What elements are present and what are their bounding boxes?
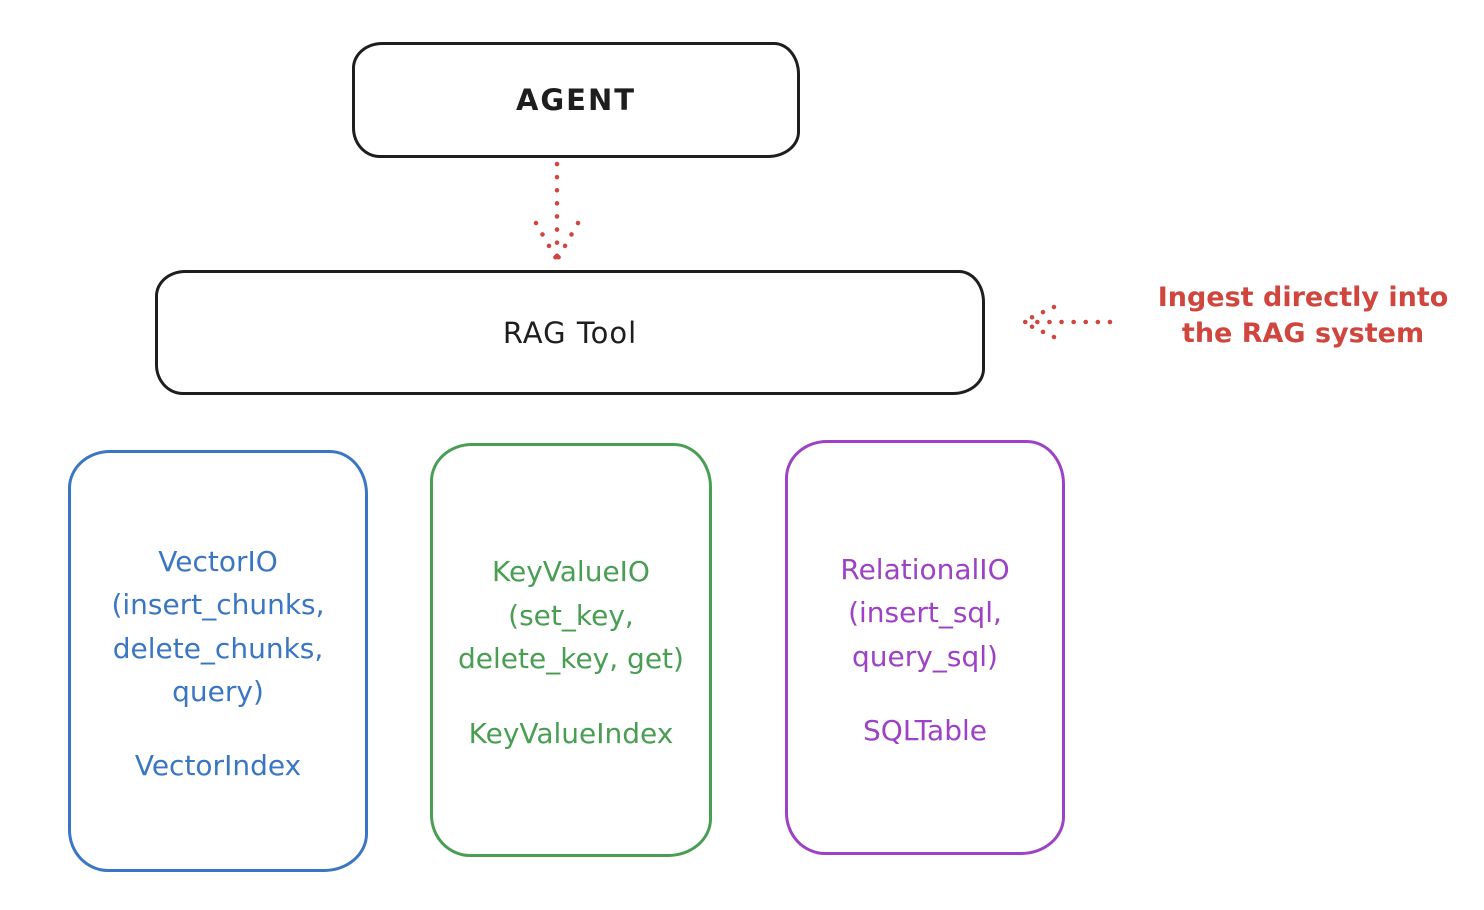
annotation-ingest-note: Ingest directly into the RAG system xyxy=(1157,282,1449,350)
backend-box-relational-io: RelationalIO (insert_sql, query_sql) SQL… xyxy=(785,440,1065,855)
dotted-arrow-left-icon xyxy=(1019,304,1113,340)
rag-tool-box-label: RAG Tool xyxy=(502,315,638,350)
backend-box-key-value-io: KeyValueIO (set_key, delete_key, get) Ke… xyxy=(430,443,712,857)
vector-io-methods: VectorIO (insert_chunks, delete_chunks, … xyxy=(111,544,325,708)
agent-box: AGENT xyxy=(352,42,800,158)
relational-io-methods: RelationalIO (insert_sql, query_sql) xyxy=(840,552,1010,673)
agent-box-label: AGENT xyxy=(515,83,637,117)
key-value-io-methods: KeyValueIO (set_key, delete_key, get) xyxy=(458,555,684,676)
key-value-index-label: KeyValueIndex xyxy=(468,716,674,750)
backend-box-vector-io: VectorIO (insert_chunks, delete_chunks, … xyxy=(68,450,368,872)
vector-index-label: VectorIndex xyxy=(134,749,302,783)
dotted-arrow-down-icon xyxy=(533,161,581,263)
sql-table-label: SQLTable xyxy=(863,714,987,748)
rag-tool-box: RAG Tool xyxy=(155,270,985,395)
